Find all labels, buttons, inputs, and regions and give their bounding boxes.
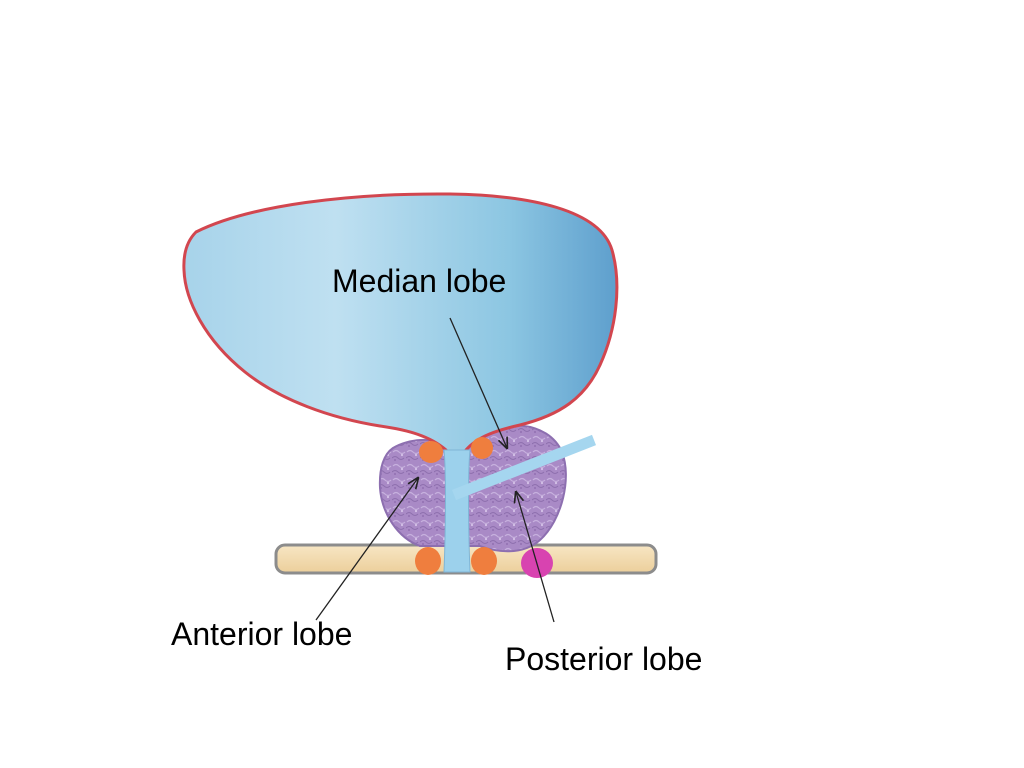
bladder-neck-glands bbox=[419, 437, 493, 463]
median-lobe-label: Median lobe bbox=[332, 263, 507, 299]
urethra bbox=[443, 449, 471, 573]
posterior-lobe-pointer bbox=[516, 492, 555, 623]
label-pointers bbox=[315, 317, 555, 623]
anterior-lobe-pointer bbox=[315, 478, 418, 621]
urinary-bladder bbox=[182, 192, 619, 462]
posterior-lobe-label: Posterior lobe bbox=[505, 641, 703, 677]
ejaculatory-duct bbox=[451, 434, 597, 501]
median-lobe-pointer bbox=[449, 317, 507, 448]
anterior-lobe-label: Anterior lobe bbox=[171, 616, 353, 652]
